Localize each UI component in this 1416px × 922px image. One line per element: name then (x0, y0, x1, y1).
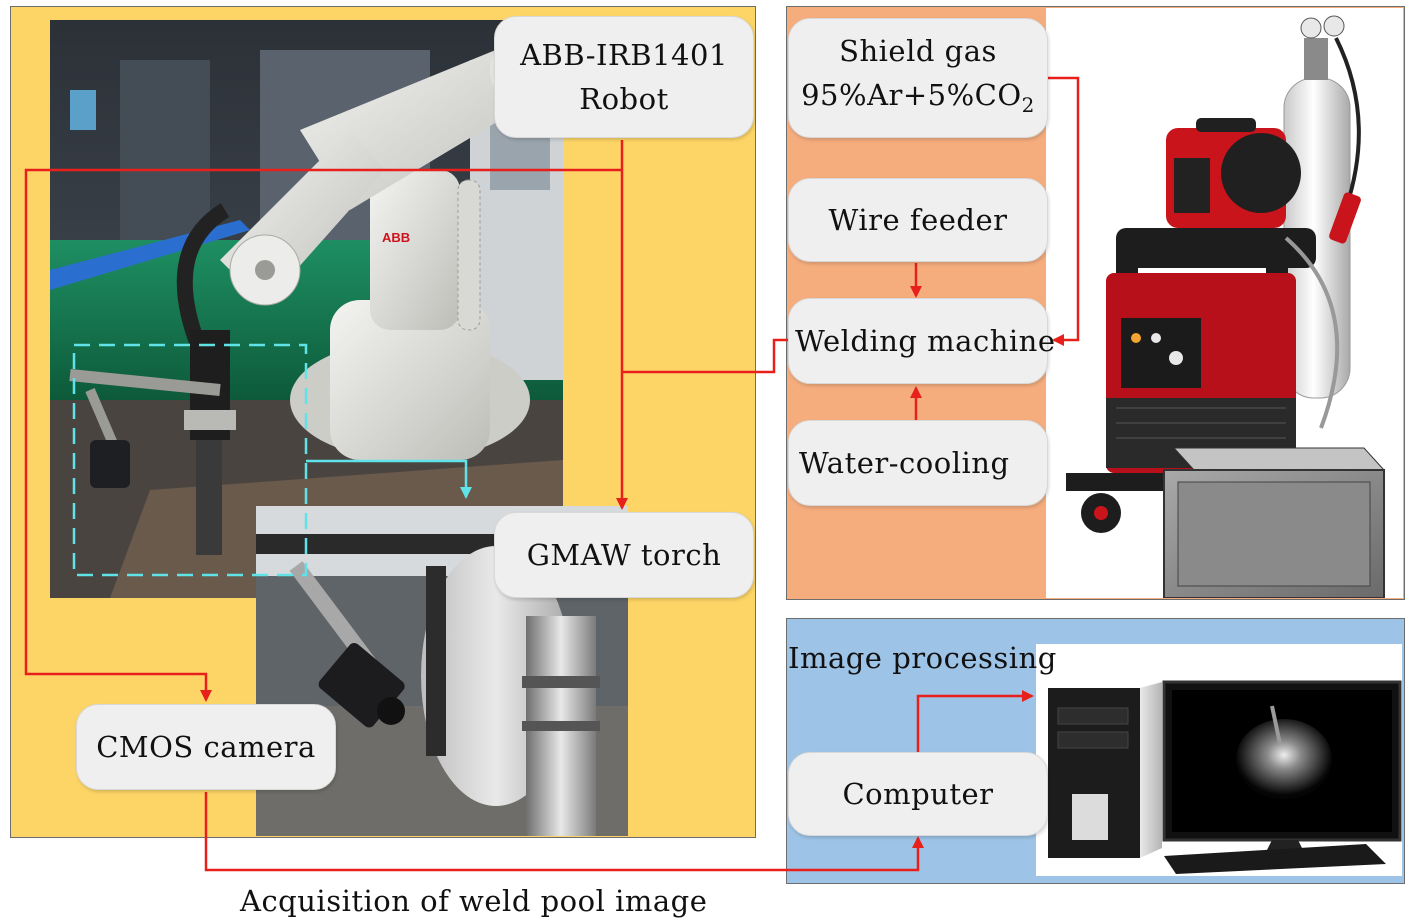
water-cooling-box: Water-cooling (788, 420, 1048, 506)
welding-machine-label: Welding machine (795, 324, 1056, 358)
computer-photo (1036, 644, 1402, 876)
computer-to-monitor-arrow (916, 690, 1034, 752)
water-cooling-label: Water-cooling (799, 446, 1010, 480)
cmos-camera-box: CMOS camera (76, 704, 336, 790)
welding-to-robot-line (622, 338, 790, 374)
welding-machine-photo (1046, 8, 1403, 598)
shield-gas-to-welding-arrow (1048, 76, 1080, 346)
computer-box: Computer (788, 752, 1048, 836)
robot-to-camera-arrow (24, 168, 622, 702)
camera-roi-dashed-box (72, 343, 308, 577)
roi-arrow (306, 459, 472, 499)
shield-gas-box: Shield gas 95%Ar+5%CO2 (788, 18, 1048, 138)
computer-label: Computer (842, 777, 994, 811)
robot-photo: ABB (50, 20, 563, 598)
robot-box-line2: Robot (579, 82, 669, 116)
figure-caption: Acquisition of weld pool image (240, 884, 708, 918)
wire-feeder-box: Wire feeder (788, 178, 1048, 262)
cmos-camera-label: CMOS camera (96, 730, 316, 764)
shield-gas-mixture: 95%Ar+5%CO (801, 78, 1022, 113)
camera-to-computer-arrow (204, 792, 924, 872)
gmaw-torch-box: GMAW torch (494, 512, 754, 598)
robot-box-line1: ABB-IRB1401 (520, 38, 728, 72)
shield-gas-line1: Shield gas (839, 34, 997, 69)
robot-box: ABB-IRB1401 Robot (494, 16, 754, 138)
abb-logo: ABB (382, 230, 410, 245)
co2-subscript: 2 (1021, 92, 1035, 117)
gmaw-torch-label: GMAW torch (526, 538, 722, 572)
shield-gas-line2: 95%Ar+5%CO2 (801, 73, 1035, 127)
image-processing-label: Image processing (788, 641, 1057, 675)
welding-machine-box: Welding machine (788, 298, 1055, 384)
wire-feeder-label: Wire feeder (828, 203, 1008, 237)
